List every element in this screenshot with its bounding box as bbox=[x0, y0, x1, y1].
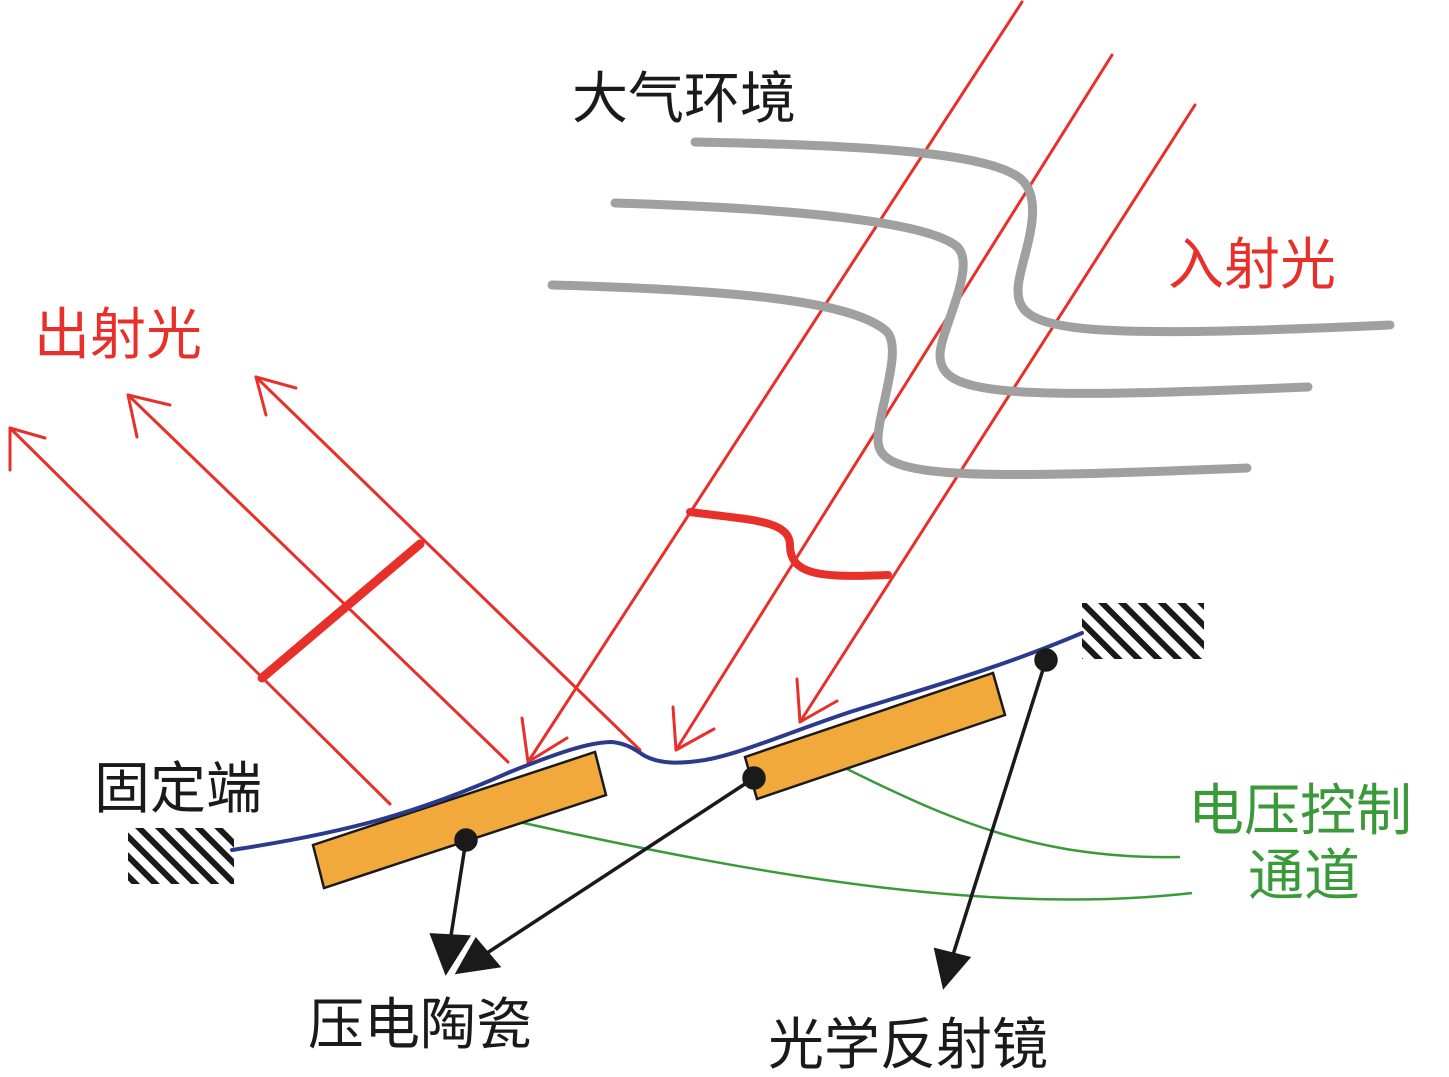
outgoing-ray-3 bbox=[254, 375, 642, 752]
incident-ray-2 bbox=[674, 53, 1114, 752]
pointer-arrowhead-piezo-left bbox=[429, 933, 472, 976]
label-optical-mirror: 光学反射镜 bbox=[768, 1013, 1048, 1077]
atmosphere-line-1 bbox=[690, 137, 1395, 337]
incident-arrowheads bbox=[520, 677, 839, 764]
pointer-arrows bbox=[429, 648, 1058, 990]
incident-ray-1 bbox=[526, 0, 1024, 764]
outgoing-arrowhead-2 bbox=[126, 393, 172, 439]
pointer-dot-piezo-right bbox=[742, 766, 766, 790]
label-atmosphere: 大气环境 bbox=[572, 67, 796, 132]
fixed-end-left-hatch bbox=[128, 828, 234, 884]
incident-light-rays bbox=[526, 0, 1197, 764]
label-voltage-channel-line1: 电压控制 bbox=[1188, 779, 1412, 844]
incident-ray-3 bbox=[798, 103, 1197, 724]
voltage-wire-1 bbox=[509, 818, 1193, 901]
mirror-membrane bbox=[230, 631, 1084, 852]
pointer-arrowhead-mirror bbox=[933, 947, 972, 990]
piezo-actuators bbox=[311, 671, 1007, 890]
outgoing-wavefront bbox=[257, 539, 425, 683]
atmosphere-turbulence bbox=[547, 137, 1395, 480]
outgoing-light-rays bbox=[8, 375, 642, 806]
atmosphere-line-3 bbox=[547, 280, 1252, 480]
pointer-arrowhead-piezo-right bbox=[454, 936, 502, 975]
incident-arrowhead-2 bbox=[671, 705, 716, 752]
label-fixed-end: 固定端 bbox=[94, 757, 262, 822]
pointer-dot-piezo-left bbox=[454, 828, 478, 852]
label-incident-light: 入射光 bbox=[1168, 233, 1336, 298]
label-outgoing-light: 出射光 bbox=[34, 303, 202, 368]
voltage-control-wires bbox=[509, 766, 1193, 901]
piezo-block-left bbox=[311, 750, 608, 890]
fixed-end-right-hatch bbox=[1082, 603, 1204, 659]
incident-arrowhead-1 bbox=[520, 716, 569, 764]
voltage-wire-2 bbox=[844, 766, 1181, 859]
incident-arrowhead-3 bbox=[795, 677, 839, 724]
outgoing-arrowhead-1 bbox=[8, 426, 47, 472]
pointer-dot-mirror bbox=[1034, 648, 1058, 672]
atmosphere-line-2 bbox=[610, 198, 1313, 398]
outgoing-ray-2 bbox=[126, 393, 510, 764]
label-piezo-ceramic: 压电陶瓷 bbox=[308, 993, 532, 1058]
outgoing-ray-1 bbox=[8, 426, 392, 806]
outgoing-arrowhead-3 bbox=[254, 375, 298, 417]
pointer-line-piezo-right bbox=[483, 776, 755, 957]
pointer-line-piezo-left bbox=[448, 839, 468, 943]
pointer-line-mirror bbox=[950, 659, 1048, 959]
label-voltage-channel-line2: 通道 bbox=[1248, 844, 1360, 909]
incident-wavefront-distorted bbox=[686, 508, 892, 580]
